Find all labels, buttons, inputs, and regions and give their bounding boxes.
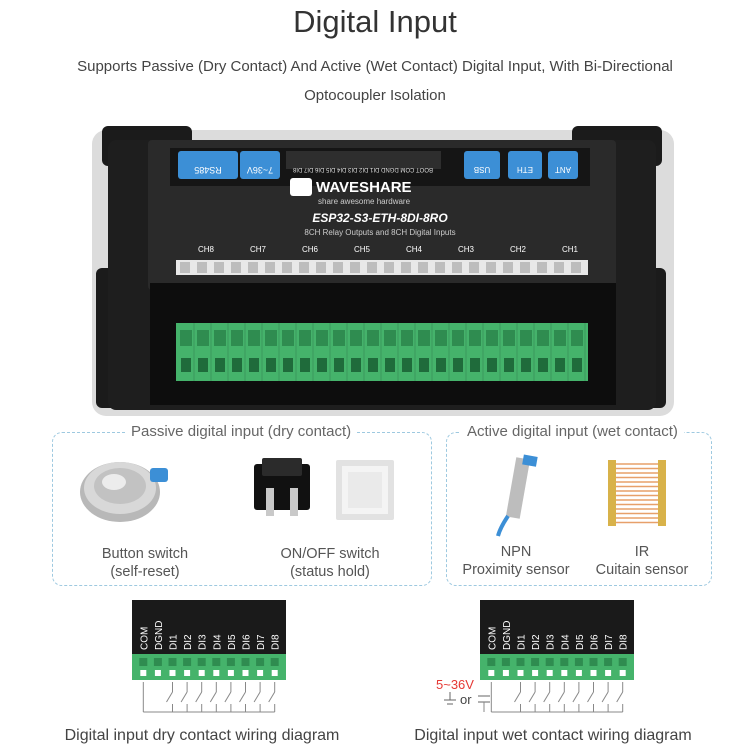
- wall-switch-image: [336, 460, 394, 520]
- channel-labels: CH8 CH7 CH6 CH5 CH4 CH3 CH2 CH1: [198, 245, 579, 254]
- pin-label-di3: DI3: [546, 634, 557, 650]
- pin-label-di4: DI4: [560, 634, 571, 650]
- wet-wiring-caption: Digital input wet contact wiring diagram: [414, 727, 692, 744]
- passive-images: [80, 458, 394, 522]
- ir-sensor-label: IR Cuitain sensor: [595, 544, 689, 578]
- button-switch-label: Button switch (self-reset): [101, 546, 189, 580]
- pin-label-di6: DI6: [242, 634, 253, 650]
- brand-tagline: share awesome hardware: [318, 197, 411, 206]
- rocker-switch-image: [254, 458, 310, 516]
- channel-label-ch6: CH6: [302, 245, 319, 254]
- pin-label-di7: DI7: [256, 634, 267, 650]
- product-image: RS485 7~36V BOOT COM DGND DI1 DI2 DI3 DI…: [92, 126, 674, 416]
- page-subtitle: Supports Passive (Dry Contact) And Activ…: [60, 52, 690, 110]
- pin-label-di1: DI1: [169, 634, 180, 650]
- pin-label-di8: DI8: [271, 634, 282, 650]
- page-title: Digital Input: [293, 4, 457, 39]
- top-pin-labels: BOOT COM DGND DI1 DI2 DI3 DI4 DI5 DI6 DI…: [292, 166, 433, 172]
- pin-label-di1: DI1: [517, 634, 528, 650]
- rs485-label: [178, 151, 238, 179]
- usb-label: [464, 151, 500, 179]
- power-label: [240, 151, 280, 179]
- channel-label-ch3: CH3: [458, 245, 475, 254]
- pin-label-com: COM: [139, 627, 150, 650]
- passive-group-title: Passive digital input (dry contact): [125, 423, 358, 440]
- pin-label-di2: DI2: [183, 634, 194, 650]
- pin-label-di8: DI8: [619, 634, 630, 650]
- brand-logo-icon: [290, 178, 312, 196]
- or-label: or: [460, 692, 472, 707]
- pin-label-di5: DI5: [575, 634, 586, 650]
- npn-sensor-label: NPN Proximity sensor: [462, 544, 570, 578]
- passive-input-group: Passive digital input (dry contact): [52, 423, 432, 586]
- channel-label-ch4: CH4: [406, 245, 423, 254]
- onoff-switch-label: ON/OFF switch (status hold): [280, 546, 380, 580]
- model-name: ESP32-S3-ETH-8DI-8RO: [312, 211, 448, 225]
- pin-label-di7: DI7: [604, 634, 615, 650]
- pin-label-di5: DI5: [227, 634, 238, 650]
- active-input-group: Active digital input (wet contact): [446, 423, 712, 586]
- active-group-title: Active digital input (wet contact): [461, 423, 684, 440]
- channel-label-ch8: CH8: [198, 245, 215, 254]
- active-images: [496, 454, 666, 537]
- pin-label-dgnd: DGND: [154, 621, 165, 650]
- usb-text: USB: [474, 165, 490, 174]
- brand-name: WAVESHARE: [316, 179, 412, 196]
- channel-label-ch2: CH2: [510, 245, 527, 254]
- ir-curtain-sensor-image: [608, 460, 666, 526]
- pin-label-dgnd: DGND: [502, 621, 513, 650]
- subtitle-line-1: Supports Passive (Dry Contact) And Activ…: [77, 58, 673, 75]
- pin-label-di3: DI3: [198, 634, 209, 650]
- proximity-sensor-image: [496, 454, 538, 537]
- eth-label: [508, 151, 542, 179]
- eth-text: ETH: [517, 165, 533, 174]
- pin-label-com: COM: [487, 627, 498, 650]
- model-description: 8CH Relay Outputs and 8CH Digital Inputs: [304, 228, 455, 237]
- rs485-text: RS485: [194, 165, 222, 175]
- channel-label-ch7: CH7: [250, 245, 267, 254]
- subtitle-line-2: Optocoupler Isolation: [304, 87, 446, 104]
- pin-label-di4: DI4: [212, 634, 223, 650]
- pin-label-di2: DI2: [531, 634, 542, 650]
- button-switch-image: [80, 462, 168, 522]
- dry-wiring-caption: Digital input dry contact wiring diagram: [64, 727, 340, 744]
- ant-text: ANT: [555, 165, 571, 174]
- channel-label-ch1: CH1: [562, 245, 579, 254]
- channel-label-ch5: CH5: [354, 245, 371, 254]
- power-text: 7~36V: [247, 165, 273, 175]
- pin-label-di6: DI6: [590, 634, 601, 650]
- ant-label: [548, 151, 578, 179]
- voltage-label: 5~36V: [436, 677, 474, 692]
- relay-terminal-strip: [176, 260, 588, 275]
